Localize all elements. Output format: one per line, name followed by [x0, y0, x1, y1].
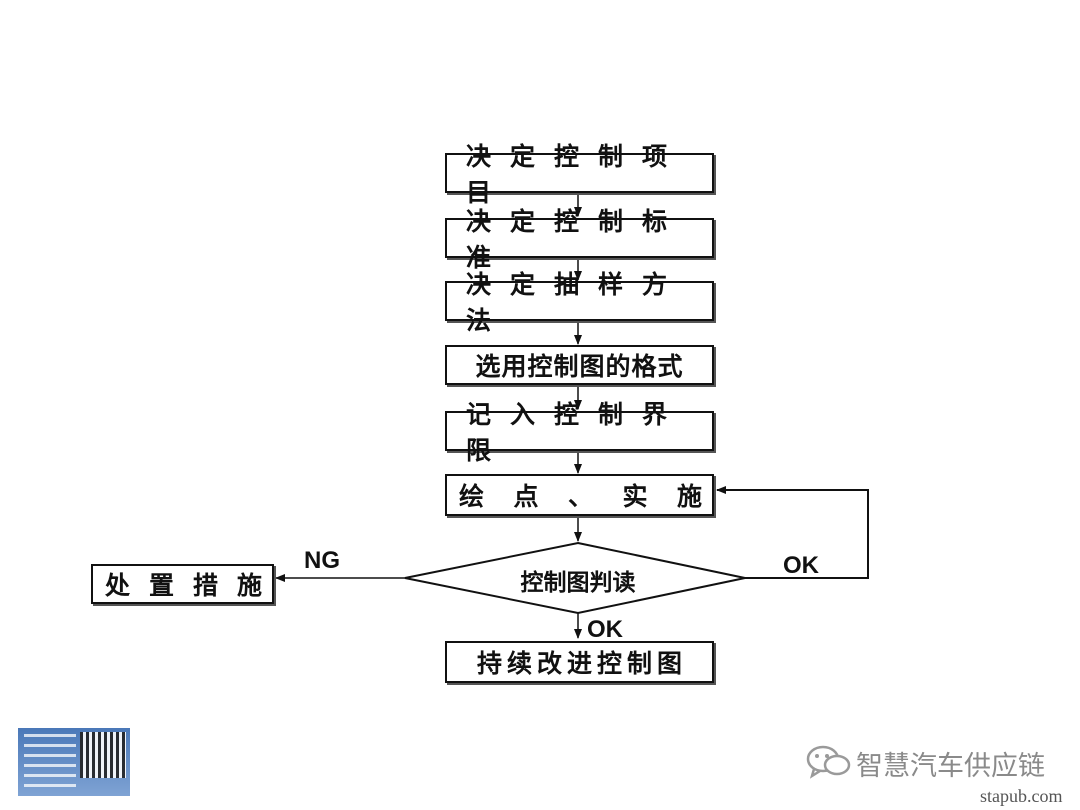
step-6-char: 绘 — [459, 482, 485, 511]
ng-action-char: 施 — [236, 571, 262, 600]
ng-action-char: 措 — [192, 571, 218, 600]
step-6-box: 绘 点 、 实 施 — [445, 474, 714, 516]
step-6-char: 实 — [622, 482, 648, 511]
step-3-box: 决定抽样方法 — [445, 270, 714, 335]
step-2-box: 决定控制标准 — [445, 207, 714, 272]
qr-code-icon — [80, 732, 126, 778]
ng-action-box: 处 置 措 施 — [91, 564, 274, 604]
ng-action-char: 处 — [105, 571, 131, 600]
wechat-account-name: 智慧汽车供应链 — [856, 751, 1045, 782]
step-5-box: 记入控制界限 — [445, 400, 714, 465]
step-6-char: 施 — [676, 482, 702, 511]
step-4-box: 选用控制图的格式 — [445, 345, 714, 385]
ok-down-label: OK — [587, 616, 623, 643]
wechat-icon — [806, 745, 851, 779]
step-6-char: 、 — [567, 482, 593, 511]
ng-action-char: 置 — [148, 571, 174, 600]
business-card-logo — [18, 728, 130, 796]
step-6-char: 点 — [513, 482, 539, 511]
ng-label: NG — [304, 547, 340, 574]
step-1-box: 决定控制项目 — [445, 142, 714, 207]
final-step-box: 持续改进控制图 — [445, 641, 714, 683]
decision-label: 控制图判读 — [520, 570, 636, 596]
arrow-ok-loop — [716, 486, 869, 579]
watermark-text: stapub.com — [980, 786, 1063, 806]
ok-right-label: OK — [783, 552, 819, 579]
